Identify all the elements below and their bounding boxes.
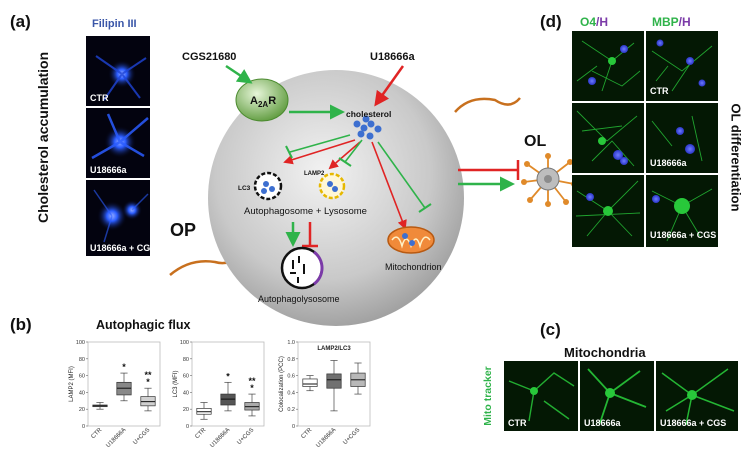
- y-tick-label: 0: [292, 424, 295, 430]
- panel-d-col2-header: MBP/H: [652, 15, 691, 29]
- autophagic-flux-title: Autophagic flux: [96, 318, 191, 332]
- x-tick-label: U+CGS: [132, 427, 151, 446]
- autophagolysosome-icon: [280, 246, 324, 290]
- micro-label: U18666a + CGS: [660, 418, 727, 428]
- lc3-label: LC3: [238, 185, 251, 192]
- y-tick-label: 60: [79, 374, 85, 380]
- y-tick-label: 0: [82, 424, 85, 430]
- significance-marker: *: [146, 377, 150, 387]
- y-axis-label: LC3 (MFI): [173, 370, 179, 397]
- ol-differentiation-label: OL differentiation: [728, 103, 744, 212]
- x-tick-label: CTR: [90, 427, 103, 440]
- filipin-micrograph-ctr: CTR: [86, 36, 150, 106]
- mito-micrograph-ctr: CTR: [504, 361, 578, 431]
- mitochondrion-label: Mitochondrion: [385, 262, 442, 272]
- significance-marker: *: [122, 362, 126, 372]
- y-tick-label: 0.2: [287, 407, 295, 413]
- x-tick-label: U18666A: [315, 427, 337, 449]
- mito-tracker-label: Mito tracker: [482, 366, 494, 426]
- a2a-receptor: [235, 78, 289, 122]
- y-tick-label: 1.0: [287, 340, 295, 346]
- micro-label: CTR: [90, 93, 109, 103]
- panel-c-label: (c): [540, 320, 561, 339]
- u18666a-label: U18666a: [370, 51, 416, 63]
- y-axis-label: Colocalization (PCC): [279, 356, 285, 412]
- y-tick-label: 60: [183, 374, 189, 380]
- micro-label: U18666a: [650, 158, 687, 168]
- micro-label: U18666a + CGS: [90, 243, 150, 253]
- cgs21680-label: CGS21680: [182, 51, 236, 63]
- x-tick-label: U18666A: [209, 427, 231, 449]
- mito-micrograph-u18666a-cgs: U18666a + CGS: [656, 361, 738, 431]
- y-tick-label: 20: [79, 407, 85, 413]
- op-label: OP: [170, 220, 196, 240]
- significance-marker: **: [248, 376, 256, 386]
- y-tick-label: 0: [186, 424, 189, 430]
- significance-marker: **: [144, 370, 152, 380]
- box: [302, 378, 318, 387]
- hoechst-label: /H: [596, 15, 609, 29]
- cgs-arrow: [225, 64, 253, 84]
- y-tick-label: 0.6: [287, 374, 295, 380]
- micro-label: U18666a + CGS: [650, 230, 717, 240]
- lamp2-label: LAMP2: [304, 171, 325, 177]
- significance-marker: *: [250, 383, 254, 393]
- filipin-micrograph-u18666a: U18666a: [86, 108, 150, 178]
- mbp-label: MBP: [652, 15, 679, 29]
- micro-label: CTR: [508, 418, 527, 428]
- filipin-micrograph-u18666a-cgs: U18666a + CGS: [86, 180, 150, 256]
- plot-frame: [191, 341, 265, 427]
- y-tick-label: 40: [183, 390, 189, 396]
- y-tick-label: 0.4: [287, 390, 295, 396]
- y-axis-label: LAMP2 (MFI): [69, 366, 75, 402]
- plot-frame: [297, 341, 371, 427]
- mito-micrograph-u18666a: U18666a: [580, 361, 654, 431]
- x-tick-label: U+CGS: [236, 427, 255, 446]
- significance-marker: *: [226, 371, 230, 381]
- micro-label: CTR: [650, 86, 669, 96]
- autophagosome-icon: [253, 171, 283, 201]
- x-tick-label: U18666A: [105, 427, 127, 449]
- u18666a-arrow: [374, 65, 405, 107]
- autophagosome-lysosome-label: Autophagosome + Lysosome: [244, 206, 367, 217]
- chart-subtitle: LAMP2/LC3: [317, 346, 351, 352]
- panel-d-label: (d): [540, 12, 562, 31]
- ol-cell-icon: [521, 153, 577, 207]
- filipin-title: Filipin III: [92, 18, 137, 30]
- mitochondria-title: Mitochondria: [564, 345, 646, 360]
- panel-a-label: (a): [10, 12, 31, 31]
- panel-b-label: (b): [10, 315, 32, 334]
- y-tick-label: 0.8: [287, 357, 295, 363]
- y-tick-label: 100: [180, 340, 189, 346]
- box: [326, 373, 342, 389]
- micro-label: U18666a: [90, 165, 127, 175]
- x-tick-label: U+CGS: [342, 427, 361, 446]
- lysosome-icon: [318, 172, 346, 200]
- plot-frame: [87, 341, 161, 427]
- hoechst-label: /H: [678, 15, 691, 29]
- mitochondrion-icon: [387, 226, 435, 254]
- receptor-label: A2AR: [250, 95, 276, 109]
- op-process-top: [454, 97, 521, 113]
- micro-label: U18666a: [584, 418, 621, 428]
- y-tick-label: 100: [76, 340, 85, 346]
- x-tick-label: CTR: [194, 427, 207, 440]
- y-tick-label: 20: [183, 407, 189, 413]
- autophagolysosome-label: Autophagolysosome: [258, 294, 340, 304]
- panel-d-grid: CTR U18666a U18666a + CGS: [572, 31, 718, 247]
- y-tick-label: 80: [183, 357, 189, 363]
- y-tick-label: 80: [79, 357, 85, 363]
- x-tick-label: CTR: [300, 427, 313, 440]
- cholesterol-cluster: [353, 115, 382, 140]
- y-tick-label: 40: [79, 390, 85, 396]
- ol-label: OL: [524, 133, 546, 150]
- panel-d-col1-header: O4/H: [580, 15, 608, 29]
- o4-label: O4: [580, 15, 597, 29]
- cholesterol-label: cholesterol: [346, 109, 391, 119]
